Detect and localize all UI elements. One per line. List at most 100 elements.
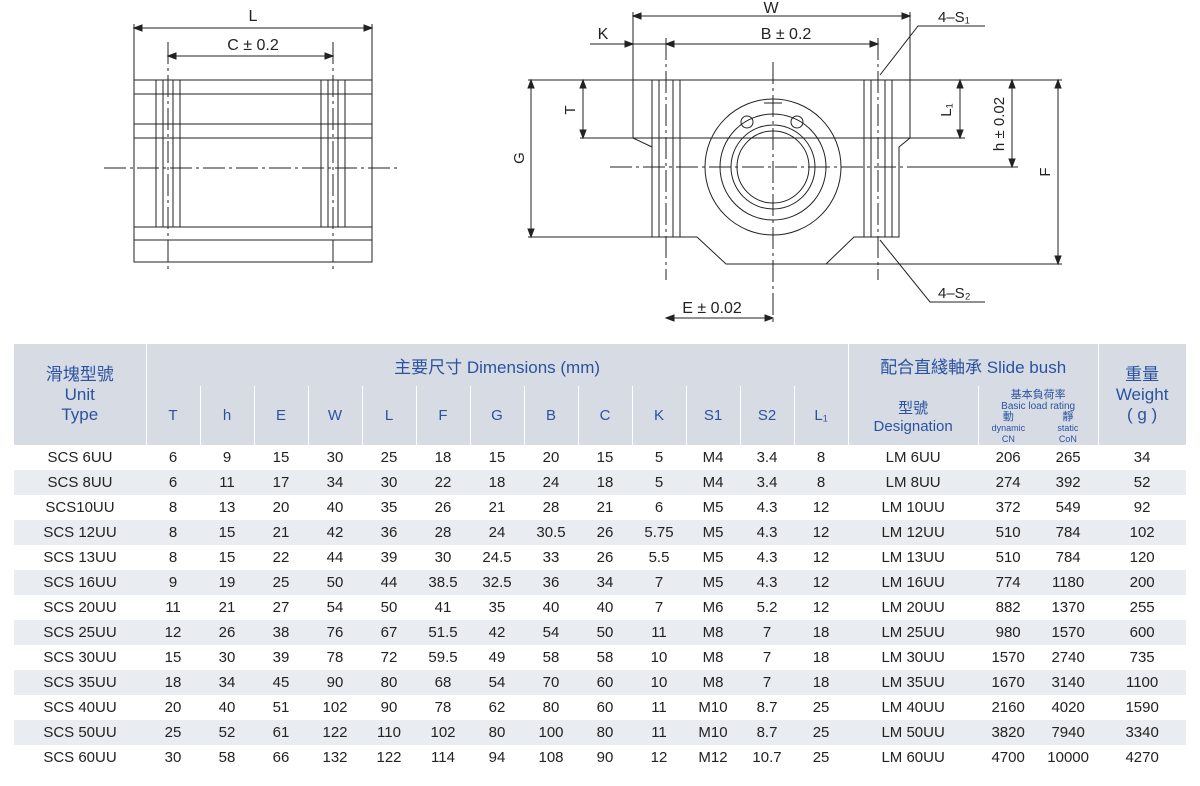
table-cell: SCS 30UU bbox=[43, 649, 117, 666]
table-cell: 76 bbox=[308, 620, 362, 645]
table-cell: 7940 bbox=[1038, 720, 1099, 745]
table-cell: 102 bbox=[416, 720, 470, 745]
table-cell: 2740 bbox=[1051, 649, 1085, 666]
table-cell: LM 6UU bbox=[885, 449, 941, 466]
table-cell: 12 bbox=[812, 549, 830, 566]
table-cell: M8 bbox=[702, 649, 724, 666]
table-cell: 24 bbox=[470, 520, 524, 545]
table-cell: M12 bbox=[698, 749, 728, 766]
table-cell: 5.2 bbox=[756, 599, 778, 616]
table-cell: 50 bbox=[308, 570, 362, 595]
table-cell: 8.7 bbox=[756, 699, 778, 716]
table-cell: 90 bbox=[308, 670, 362, 695]
table-cell: SCS 40UU bbox=[43, 699, 117, 716]
table-cell: 25 bbox=[380, 449, 398, 466]
table-cell: LM 25UU bbox=[848, 620, 979, 645]
dynamic-en: dynamic bbox=[991, 423, 1026, 433]
table-cell: 4.3 bbox=[740, 570, 794, 595]
table-cell: 80 bbox=[578, 720, 632, 745]
table-cell: 7 bbox=[740, 620, 794, 645]
table-cell: 35 bbox=[380, 499, 398, 516]
table-cell: SCS 50UU bbox=[14, 720, 146, 745]
table-cell: 39 bbox=[380, 549, 398, 566]
label-K: K bbox=[598, 26, 609, 43]
table-cell: 33 bbox=[542, 549, 560, 566]
table-cell: 51.5 bbox=[416, 620, 470, 645]
table-cell: SCS 25UU bbox=[14, 620, 146, 645]
table-cell: 30 bbox=[218, 649, 236, 666]
table-cell: M4 bbox=[686, 470, 740, 495]
dynamic-cn: 動 bbox=[1002, 411, 1014, 423]
table-cell: M5 bbox=[702, 499, 724, 516]
table-cell: 11 bbox=[632, 620, 686, 645]
table-cell: 600 bbox=[1098, 620, 1187, 645]
label-C: C ± 0.2 bbox=[227, 37, 279, 54]
table-cell: 7 bbox=[654, 599, 664, 616]
table-cell: 80 bbox=[470, 720, 524, 745]
table-cell: 11 bbox=[651, 699, 667, 716]
table-cell: 15 bbox=[218, 549, 236, 566]
table-cell: 11 bbox=[632, 720, 686, 745]
table-cell: 52 bbox=[200, 720, 254, 745]
table-cell: M6 bbox=[702, 599, 724, 616]
label-T: T bbox=[562, 105, 579, 114]
table-cell: 122 bbox=[308, 720, 362, 745]
table-cell: 4.3 bbox=[756, 499, 778, 516]
label-F: F bbox=[1037, 167, 1054, 176]
dim-column-header: W bbox=[308, 386, 363, 445]
table-cell: 122 bbox=[376, 749, 402, 766]
table-cell: 80 bbox=[542, 699, 560, 716]
table-cell: 92 bbox=[1133, 499, 1151, 516]
table-cell: 66 bbox=[272, 749, 290, 766]
table-cell: 15 bbox=[164, 649, 182, 666]
dim-column-header: h bbox=[200, 386, 255, 445]
table-cell: 30 bbox=[362, 470, 416, 495]
table-cell: 25 bbox=[812, 699, 830, 716]
table-cell: LM 30UU bbox=[881, 649, 945, 666]
table-cell: 30.5 bbox=[524, 520, 578, 545]
table-cell: M5 bbox=[702, 549, 724, 566]
table-cell: 6 bbox=[654, 499, 664, 516]
designation-header: 型號 Designation bbox=[848, 386, 979, 445]
table-cell: 1590 bbox=[1125, 699, 1159, 716]
table-cell: 9 bbox=[146, 570, 200, 595]
table-cell: SCS 12UU bbox=[14, 520, 146, 545]
weight-header: 重量 Weight ( g ) bbox=[1098, 344, 1187, 445]
table-cell: 25 bbox=[254, 570, 308, 595]
table-cell: 15 bbox=[200, 520, 254, 545]
table-cell: M5 bbox=[686, 520, 740, 545]
table-cell: 255 bbox=[1129, 599, 1155, 616]
table-cell: SCS 60UU bbox=[43, 749, 117, 766]
table-cell: 50 bbox=[380, 599, 398, 616]
table-cell: LM 8UU bbox=[848, 470, 979, 495]
table-cell: 132 bbox=[322, 749, 348, 766]
table-cell: 15 bbox=[596, 449, 614, 466]
table-cell: 3340 bbox=[1098, 720, 1187, 745]
table-cell: 7 bbox=[762, 649, 772, 666]
table-cell: SCS 6UU bbox=[47, 449, 113, 466]
table-cell: M10 bbox=[698, 699, 728, 716]
label-S2: 4–S₂ bbox=[938, 285, 971, 302]
table-cell: 30 bbox=[434, 549, 452, 566]
table-cell: 110 bbox=[362, 720, 416, 745]
table-cell: 18 bbox=[470, 470, 524, 495]
table-cell: LM 40UU bbox=[881, 699, 945, 716]
table-cell: 1100 bbox=[1098, 670, 1187, 695]
table-cell: 38.5 bbox=[416, 570, 470, 595]
dim-column-header: C bbox=[578, 386, 633, 445]
table-cell: 20 bbox=[164, 699, 182, 716]
table-cell: 39 bbox=[272, 649, 290, 666]
table-cell: 15 bbox=[272, 449, 290, 466]
label-L1: L₁ bbox=[938, 103, 955, 116]
technical-drawing: L C ± 0.2 W K B ± 0.2 4–S₁ T G L₁ h ± 0.… bbox=[104, 0, 1062, 322]
table-cell: 20 bbox=[542, 449, 560, 466]
table-cell: 784 bbox=[1038, 520, 1099, 545]
